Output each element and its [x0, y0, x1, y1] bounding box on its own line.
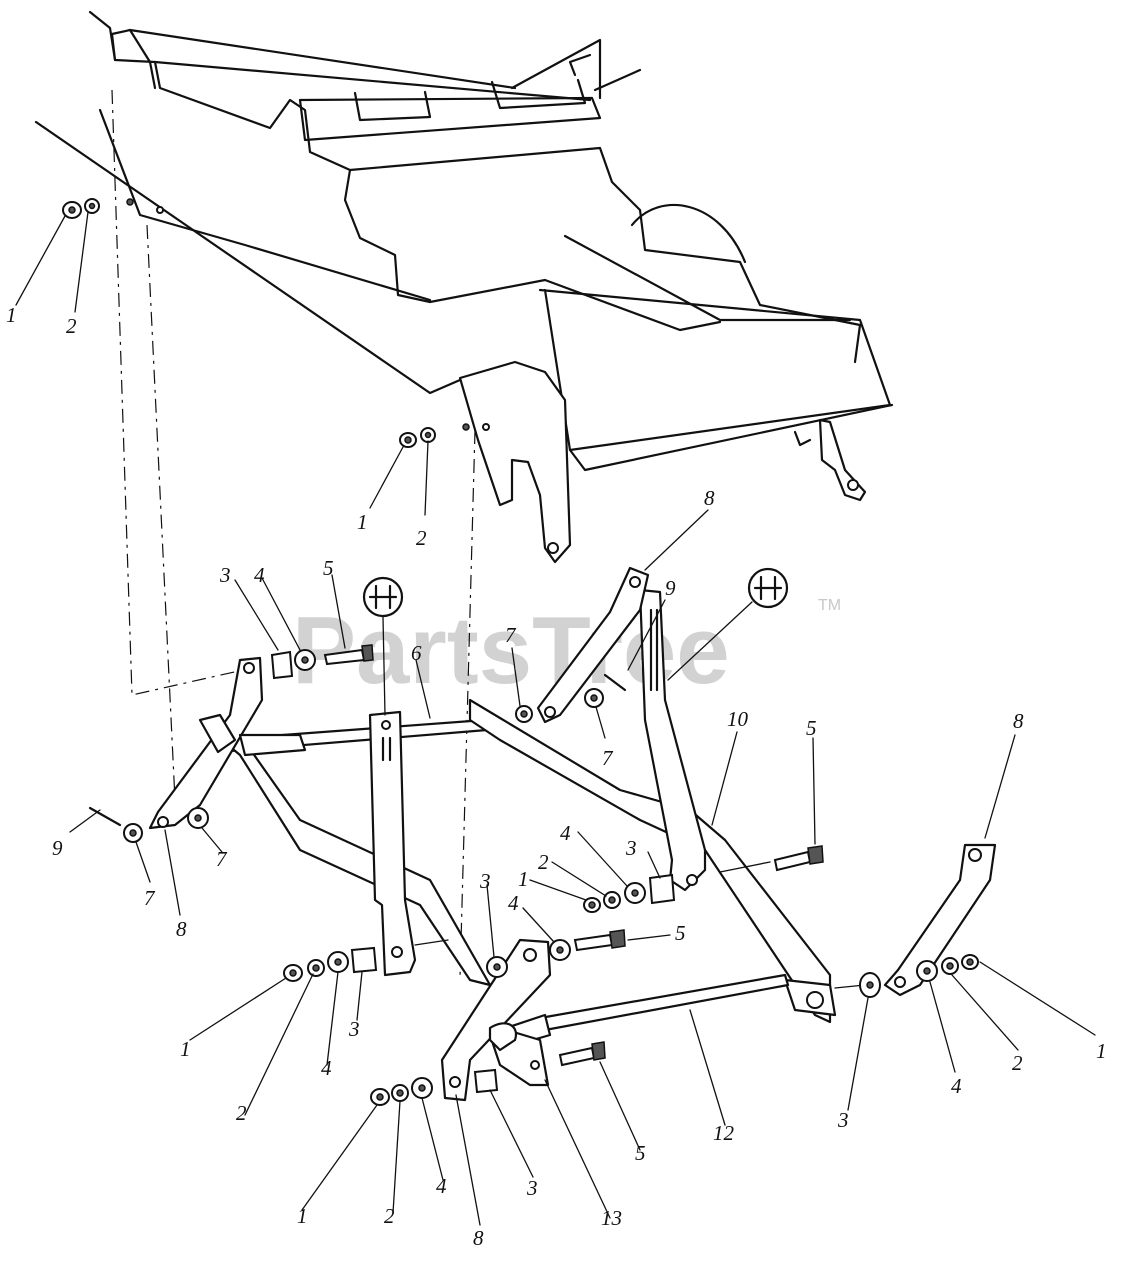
callout-36: 5: [635, 1141, 646, 1165]
callout-33: 4: [436, 1174, 447, 1198]
callout-10: 4: [254, 563, 265, 587]
callout-35: 13: [601, 1206, 622, 1230]
callout-42: 8: [473, 1226, 484, 1250]
callout-19: 7: [216, 847, 228, 871]
leader-lines: [15, 211, 1096, 1226]
lift-linkage: [148, 566, 997, 1102]
callout-27: 1: [180, 1037, 191, 1061]
callout-32: 2: [384, 1204, 395, 1228]
callout-3: 1: [357, 510, 368, 534]
callout-23: 1: [518, 867, 529, 891]
callout-20: 4: [560, 821, 571, 845]
callout-38: 3: [837, 1108, 849, 1132]
callout-7: 7: [505, 623, 517, 647]
callout-26: 5: [675, 921, 686, 945]
callout-37: 12: [713, 1121, 735, 1145]
callout-22: 2: [538, 850, 549, 874]
callout-12: 6: [411, 641, 422, 665]
hardware: [62, 198, 979, 1106]
callout-28: 2: [236, 1101, 247, 1125]
callout-5: 8: [704, 486, 715, 510]
watermark-trademark: TM: [818, 597, 841, 614]
callout-25: 4: [508, 891, 519, 915]
callout-17: 7: [144, 886, 156, 910]
callout-39: 4: [951, 1074, 962, 1098]
callout-4: 2: [416, 526, 427, 550]
callout-18: 8: [176, 917, 187, 941]
callout-8: 7: [602, 746, 614, 770]
callout-31: 1: [297, 1204, 308, 1228]
callout-2: 2: [66, 314, 77, 338]
callout-11: 5: [323, 556, 334, 580]
callout-15: 8: [1013, 709, 1024, 733]
callout-1: 1: [6, 303, 17, 327]
callout-21: 3: [625, 836, 637, 860]
callout-29: 4: [321, 1056, 332, 1080]
callout-24: 3: [479, 869, 491, 893]
tractor-frame: [34, 10, 894, 564]
callout-40: 2: [1012, 1051, 1023, 1075]
callout-9: 3: [219, 563, 231, 587]
callout-14: 5: [806, 716, 817, 740]
callout-labels: 1 2 1 2 8 9 7 7 3 4 5 6 10 5 8 9 7 8 7 4…: [6, 303, 1107, 1250]
lubrication-symbols: [362, 567, 789, 716]
callout-30: 3: [348, 1017, 360, 1041]
callout-34: 3: [526, 1176, 538, 1200]
callout-41: 1: [1096, 1039, 1107, 1063]
alignment-lines: [111, 89, 476, 979]
callout-16: 9: [52, 836, 63, 860]
callout-6: 9: [665, 576, 676, 600]
callout-13: 10: [727, 707, 749, 731]
